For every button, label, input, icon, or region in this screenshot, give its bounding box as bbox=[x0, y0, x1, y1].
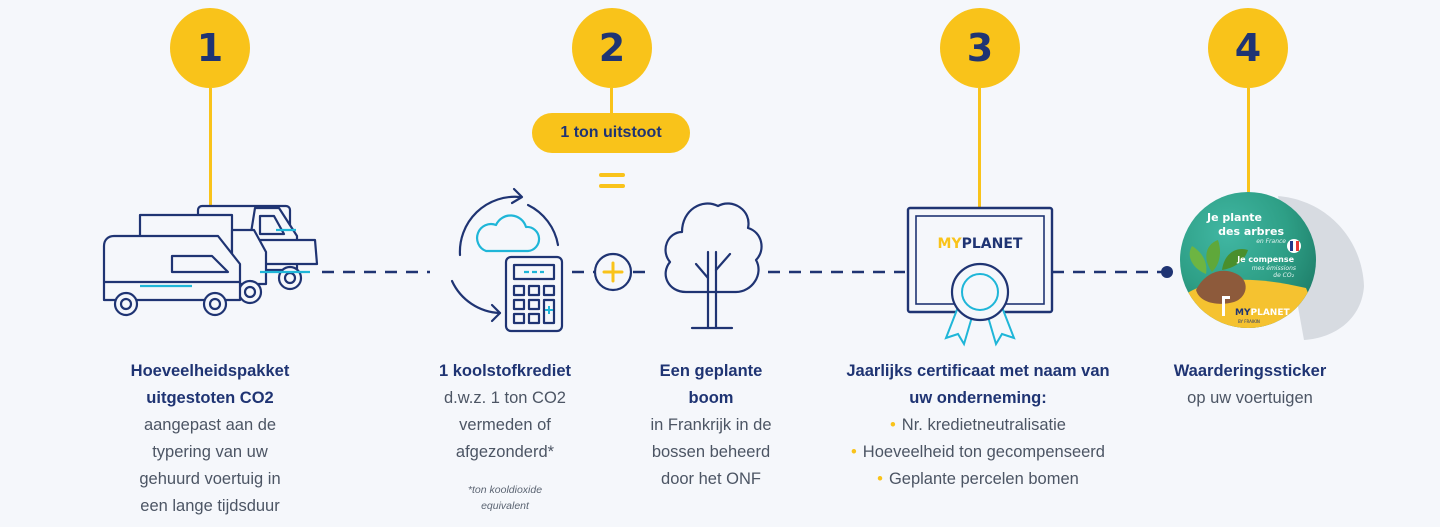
footnote-line: equivalent bbox=[481, 500, 529, 512]
sticker-line-3: en France bbox=[1256, 238, 1286, 245]
calculator-cloud-icon bbox=[450, 187, 564, 333]
step-2-tree-caption: Een geplante boom in Frankrijk in de bos… bbox=[626, 358, 796, 493]
step-3-bullet: Geplante percelen bomen bbox=[828, 466, 1128, 493]
sticker-line-2: des arbres bbox=[1218, 225, 1284, 238]
footnote-line: *ton kooldioxide bbox=[467, 484, 543, 496]
certificate-icon: MYPLANET bbox=[906, 206, 1054, 347]
step-1-caption: Hoeveelheidspakket uitgestoten CO2 aange… bbox=[90, 358, 330, 520]
tree-title-line: boom bbox=[688, 389, 734, 407]
tree-title-line: Een geplante bbox=[659, 362, 763, 380]
tree-body-line: door het ONF bbox=[661, 470, 761, 488]
step-2-credit-caption: 1 koolstofkrediet d.w.z. 1 ton CO2 verme… bbox=[420, 358, 590, 466]
sticker-line-4: Je compense bbox=[1236, 255, 1294, 264]
sticker-line-1: Je plante bbox=[1206, 211, 1262, 224]
step-1-number: 1 bbox=[170, 8, 250, 88]
step-3-title-line: Jaarlijks certificaat met naam van bbox=[846, 362, 1110, 380]
equals-sign-bottom bbox=[599, 184, 625, 188]
sticker-line-6: de CO₂ bbox=[1273, 272, 1294, 279]
credit-title-line: 1 koolstofkrediet bbox=[438, 362, 572, 380]
step-3-title-line: uw onderneming: bbox=[909, 389, 1047, 407]
certificate-logo-my: MY bbox=[938, 236, 963, 252]
step-4-body-line: op uw voertuigen bbox=[1187, 389, 1313, 407]
step-1-title-line: Hoeveelheidspakket bbox=[130, 362, 290, 380]
step-4-caption: Waarderingssticker op uw voertuigen bbox=[1160, 358, 1340, 412]
svg-text:MYPLANET: MYPLANET bbox=[938, 236, 1023, 252]
emission-badge: 1 ton uitstoot bbox=[532, 113, 690, 153]
svg-text:MYPLANET: MYPLANET bbox=[1235, 308, 1290, 318]
sticker-brand-sub: BY FRAIKIN bbox=[1238, 319, 1260, 324]
plus-icon bbox=[593, 252, 633, 292]
tree-body-line: in Frankrijk in de bbox=[650, 416, 772, 434]
sticker-line-5: mes émissions bbox=[1252, 265, 1296, 272]
sticker-brand-my: MY bbox=[1235, 308, 1251, 318]
step-4-number: 4 bbox=[1208, 8, 1288, 88]
credit-body-line: vermeden of bbox=[459, 416, 551, 434]
step-3-bullet: Nr. kredietneutralisatie bbox=[828, 412, 1128, 439]
trucks-icon bbox=[102, 204, 319, 317]
step-1-body-line: typering van uw bbox=[152, 443, 268, 461]
step-1-body-line: een lange tijdsduur bbox=[140, 497, 280, 515]
step-1-connector bbox=[209, 88, 212, 206]
credit-body-line: d.w.z. 1 ton CO2 bbox=[444, 389, 566, 407]
equals-sign-top bbox=[599, 173, 625, 177]
tree-icon bbox=[664, 202, 763, 330]
step-1-body-line: gehuurd voertuig in bbox=[139, 470, 281, 488]
step-4-title-line: Waarderingssticker bbox=[1173, 362, 1327, 380]
step-4-connector bbox=[1247, 88, 1250, 200]
step-1-title-line: uitgestoten CO2 bbox=[146, 389, 274, 407]
certificate-logo-planet: PLANET bbox=[962, 236, 1023, 252]
step-3-caption: Jaarlijks certificaat met naam van uw on… bbox=[828, 358, 1128, 493]
credit-footnote: *ton kooldioxide equivalent bbox=[430, 482, 580, 514]
step-3-number: 3 bbox=[940, 8, 1020, 88]
step-2-number: 2 bbox=[572, 8, 652, 88]
step-3-bullet: Hoeveelheid ton gecompenseerd bbox=[828, 439, 1128, 466]
step-2-connector bbox=[610, 88, 613, 114]
sticker-icon: Je plante des arbres Je compense en Fran… bbox=[1180, 192, 1364, 340]
step-3-connector bbox=[978, 88, 981, 208]
credit-body-line: afgezonderd* bbox=[455, 443, 555, 461]
sticker-brand-planet: PLANET bbox=[1250, 308, 1290, 318]
tree-body-line: bossen beheerd bbox=[651, 443, 771, 461]
step-1-body-line: aangepast aan de bbox=[143, 416, 277, 434]
